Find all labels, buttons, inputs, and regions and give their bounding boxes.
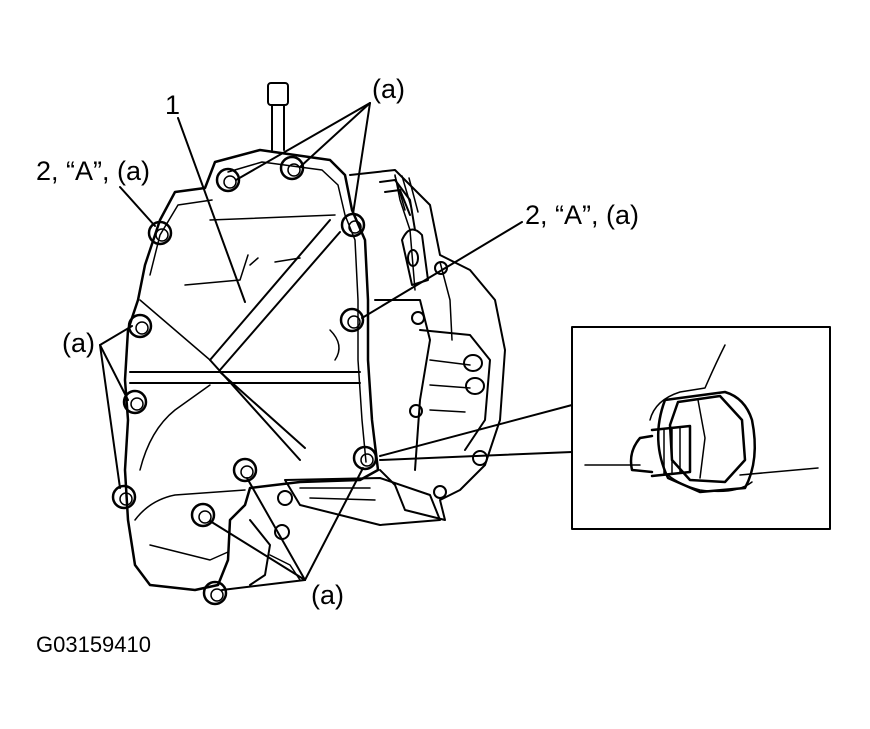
callout-a-top: (a) xyxy=(372,74,405,104)
side-cover xyxy=(123,148,380,592)
bolt-icon xyxy=(127,313,153,339)
callout-a-bottom: (a) xyxy=(311,580,344,610)
detail-inset xyxy=(571,326,831,530)
bolt-icon xyxy=(190,502,216,528)
bolt-icon xyxy=(111,484,137,510)
callout-part-2-right: 2, “A”, (a) xyxy=(525,200,640,230)
bolt-icon xyxy=(147,220,173,246)
bolt-icon xyxy=(232,457,258,483)
bolt-icon xyxy=(122,389,148,415)
bolt-icon xyxy=(202,580,228,606)
plug-detail-icon xyxy=(584,344,819,494)
bolt-icon xyxy=(340,212,366,238)
leader-lines xyxy=(99,102,573,591)
dipstick-tube xyxy=(267,82,289,151)
figure-code: G03159410 xyxy=(36,632,151,657)
bolt-icon xyxy=(352,445,378,471)
callout-a-left: (a) xyxy=(62,328,95,358)
callout-part-1: 1 xyxy=(165,90,181,120)
bolt-icon xyxy=(279,155,305,181)
bolt-icon xyxy=(215,167,241,193)
transmission-housing xyxy=(249,169,506,586)
bolt-icon xyxy=(339,307,365,333)
callout-part-2-left: 2, “A”, (a) xyxy=(36,156,151,186)
